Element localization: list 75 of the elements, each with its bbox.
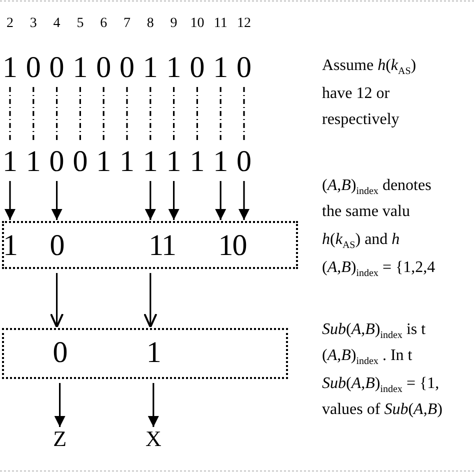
column-number: 12 bbox=[237, 17, 251, 31]
output-letter: X bbox=[144, 428, 162, 450]
arrow bbox=[238, 181, 250, 220]
alignment-line bbox=[196, 87, 198, 143]
bit-value: 1 bbox=[142, 147, 159, 177]
output-letter: Z bbox=[52, 428, 68, 450]
bit-value: 1 bbox=[142, 53, 159, 83]
alignment-line bbox=[56, 87, 58, 143]
description-text: (A,B)$_{index}$ . In t bbox=[322, 348, 412, 368]
alignment-line bbox=[79, 87, 81, 143]
bit-value: 1 bbox=[165, 147, 182, 177]
bit-value: 0 bbox=[236, 147, 252, 177]
arrow bbox=[144, 181, 156, 220]
dotted-box bbox=[2, 221, 298, 269]
column-number: 8 bbox=[146, 17, 154, 31]
description-text: (A,B)$_{index}$ = {1,2,4 bbox=[322, 260, 436, 280]
bit-value: 1 bbox=[24, 147, 42, 177]
column-number: 9 bbox=[170, 17, 178, 31]
description-text: Assume h(k$_{AS}$) bbox=[322, 58, 416, 78]
description-text: Sub(A,B)$_{index}$ = {1, bbox=[322, 376, 440, 396]
alignment-line bbox=[150, 87, 152, 143]
arrow bbox=[4, 181, 16, 220]
bit-value: 1 bbox=[95, 147, 112, 177]
bit-value: 1 bbox=[188, 147, 206, 177]
alignment-line bbox=[173, 87, 175, 143]
bit-value: 0 bbox=[48, 53, 66, 83]
bit-value: 0 bbox=[50, 231, 64, 261]
bit-value: 1 bbox=[165, 53, 182, 83]
bit-value: 1 bbox=[118, 147, 136, 177]
dotted-box bbox=[2, 328, 288, 379]
arrow bbox=[50, 273, 64, 328]
bit-value: 1 bbox=[212, 147, 230, 177]
bit-value: 0 bbox=[95, 53, 112, 83]
arrow bbox=[168, 181, 180, 220]
column-number: 2 bbox=[6, 17, 14, 31]
column-number: 4 bbox=[53, 17, 60, 31]
bit-value: 1 bbox=[2, 147, 18, 177]
column-number: 7 bbox=[124, 17, 130, 31]
description-text: h(k$_{AS}$) and h bbox=[322, 232, 400, 252]
bit-value: 11 bbox=[148, 231, 176, 261]
alignment-line bbox=[9, 87, 11, 143]
bit-value: 0 bbox=[24, 53, 42, 83]
bit-value: 0 bbox=[188, 53, 206, 83]
alignment-line bbox=[32, 87, 34, 143]
alignment-line bbox=[243, 87, 245, 143]
bit-value: 1 bbox=[72, 53, 89, 83]
arrow bbox=[51, 181, 62, 220]
description-text: respectively bbox=[322, 112, 400, 128]
column-number: 10 bbox=[190, 17, 204, 31]
description-text: have 12 or bbox=[322, 86, 390, 102]
bit-value: 0 bbox=[236, 53, 252, 83]
column-number: 5 bbox=[76, 17, 84, 31]
bit-value: 1 bbox=[2, 53, 18, 83]
column-number: 3 bbox=[30, 17, 37, 31]
bit-value: 0 bbox=[52, 338, 67, 368]
arrow bbox=[144, 273, 158, 328]
description-text: Sub(A,B)$_{index}$ is t bbox=[322, 322, 426, 342]
bit-value: 1 bbox=[3, 231, 17, 261]
bit-value: 1 bbox=[146, 338, 160, 368]
column-number: 6 bbox=[100, 17, 108, 31]
alignment-line bbox=[102, 87, 104, 143]
bit-value: 0 bbox=[48, 147, 66, 177]
bit-value: 1 bbox=[212, 53, 230, 83]
arrow bbox=[54, 383, 66, 427]
bit-value: 0 bbox=[72, 147, 89, 177]
alignment-line bbox=[220, 87, 222, 143]
bit-value: 10 bbox=[218, 231, 246, 261]
arrow bbox=[215, 181, 226, 220]
alignment-line bbox=[126, 87, 128, 143]
column-number: 11 bbox=[214, 17, 228, 31]
arrow bbox=[148, 383, 159, 427]
description-text: values of Sub(A,B) bbox=[322, 402, 442, 418]
bit-value: 0 bbox=[118, 53, 136, 83]
description-text: the same valu bbox=[322, 204, 410, 220]
description-text: (A,B)$_{index}$ denotes bbox=[322, 178, 432, 198]
